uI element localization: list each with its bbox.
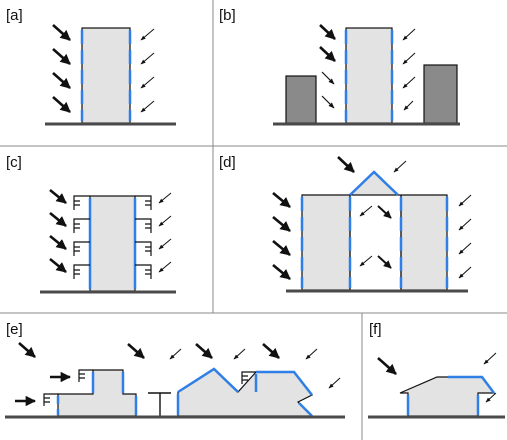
wind-arrow-icon xyxy=(52,72,71,89)
wind-arrow-small-icon xyxy=(403,100,414,111)
balconies-leeward xyxy=(135,195,152,279)
wind-arrow-small-icon xyxy=(483,352,497,365)
building xyxy=(345,27,393,124)
wind-arrow-icon xyxy=(377,255,392,269)
balcony-railing-icon xyxy=(135,218,152,233)
balcony-railing-icon xyxy=(73,241,90,256)
wind-arrows-courtyard xyxy=(359,205,392,269)
wind-arrow-small-icon xyxy=(158,238,172,250)
panel-label-a: [a] xyxy=(6,7,23,24)
building xyxy=(89,195,136,292)
balcony-railing-icon xyxy=(78,369,93,382)
wind-arrow-small-icon xyxy=(321,95,335,109)
wind-arrow-icon xyxy=(52,96,71,113)
balcony-railing-icon xyxy=(73,195,90,210)
wind-arrows-windward xyxy=(319,24,336,62)
wind-arrow-small-icon xyxy=(402,76,416,89)
balcony-railing-icon xyxy=(73,264,90,279)
wind-arrow-icon xyxy=(377,357,397,375)
building xyxy=(81,27,131,124)
wind-arrow-icon xyxy=(49,234,67,251)
wind-arrow-icon xyxy=(272,263,291,281)
panel-label-c: [c] xyxy=(6,154,22,171)
house xyxy=(399,376,496,417)
neighbor-building-left xyxy=(285,75,317,124)
wind-arrow-small-icon xyxy=(169,348,182,360)
panel-a xyxy=(45,24,176,126)
balcony-railing-icon xyxy=(73,218,90,233)
wind-arrow-small-icon xyxy=(158,261,172,273)
wind-arrow-small-icon xyxy=(458,194,472,207)
wind-arrow-small-icon xyxy=(328,377,341,389)
wind-arrow-small-icon xyxy=(140,52,155,65)
wind-arrow-small-icon xyxy=(402,28,416,41)
wind-arrow-small-icon xyxy=(158,215,172,227)
wind-arrow-icon xyxy=(49,257,67,274)
wind-arrow-icon xyxy=(272,239,291,257)
pavilion-roof xyxy=(148,392,171,416)
wind-arrows-windward xyxy=(272,191,291,281)
courtyard xyxy=(351,196,400,290)
wind-arrow-small-icon xyxy=(393,160,407,173)
facade-highlight xyxy=(298,402,313,417)
wind-arrow-icon xyxy=(272,191,291,209)
wind-arrow-small-icon xyxy=(485,392,497,403)
panel-f xyxy=(368,352,505,419)
wind-arrows-leeward xyxy=(140,28,155,113)
wind-arrow-icon xyxy=(337,156,355,173)
panel-label-e: [e] xyxy=(6,321,23,338)
balcony-railing-icon xyxy=(135,241,152,256)
balcony-railing-icon xyxy=(135,195,152,210)
wind-arrow-icon xyxy=(272,215,291,233)
wind-arrow-small-icon xyxy=(321,71,335,85)
wind-arrow-icon xyxy=(52,48,71,65)
wind-arrow-small-icon xyxy=(140,28,155,41)
panel-label-f: [f] xyxy=(369,321,382,338)
panel-b xyxy=(273,24,460,126)
wind-arrow-small-icon xyxy=(402,52,416,65)
roof-highlight xyxy=(349,170,399,196)
wind-arrows-leeward xyxy=(158,192,172,273)
roof-highlight xyxy=(256,370,313,396)
balcony-railing-icon xyxy=(241,371,256,384)
wind-arrow-icon xyxy=(319,24,336,40)
roof-highlight xyxy=(177,367,239,394)
balcony-railing-icon xyxy=(43,393,58,406)
roof-highlight xyxy=(448,375,495,394)
wind-arrows-windward-weak xyxy=(321,71,335,109)
wind-arrow-icon xyxy=(52,24,71,41)
panel-label-d: [d] xyxy=(219,154,236,171)
wind-arrow-small-icon xyxy=(458,218,472,231)
wind-arrow-icon xyxy=(127,343,145,359)
wind-arrow-small-icon xyxy=(158,192,172,204)
wind-arrow-small-icon xyxy=(233,348,246,360)
balcony-railing-icon xyxy=(135,264,152,279)
wind-arrow-icon xyxy=(377,205,392,219)
wind-arrow-small-icon xyxy=(140,76,155,89)
panel-d xyxy=(272,156,472,293)
wind-arrow-small-icon xyxy=(140,100,155,113)
wind-arrow-icon xyxy=(49,188,67,205)
wind-arrow-small-icon xyxy=(359,255,373,267)
wind-arrow-icon xyxy=(49,211,67,228)
wind-arrows-leeward xyxy=(458,194,472,279)
panel-c xyxy=(40,188,176,294)
wind-arrow-icon xyxy=(262,343,280,359)
panel-label-b: [b] xyxy=(219,7,236,24)
wind-arrow-small-icon xyxy=(359,205,373,217)
neighbor-building-right xyxy=(423,64,458,124)
wind-arrow-small-icon xyxy=(458,242,472,255)
wind-arrow-icon xyxy=(195,343,213,359)
wind-arrow-icon xyxy=(319,46,336,62)
wind-arrows-leeward xyxy=(402,28,416,111)
wind-arrows-windward xyxy=(49,188,67,274)
panel-e xyxy=(5,342,345,419)
wind-arrow-small-icon xyxy=(458,266,472,279)
balconies-windward xyxy=(73,195,90,279)
wind-arrows-windward xyxy=(52,24,71,113)
wind-arrow-icon xyxy=(18,342,36,358)
wind-arrow-small-icon xyxy=(305,348,318,360)
